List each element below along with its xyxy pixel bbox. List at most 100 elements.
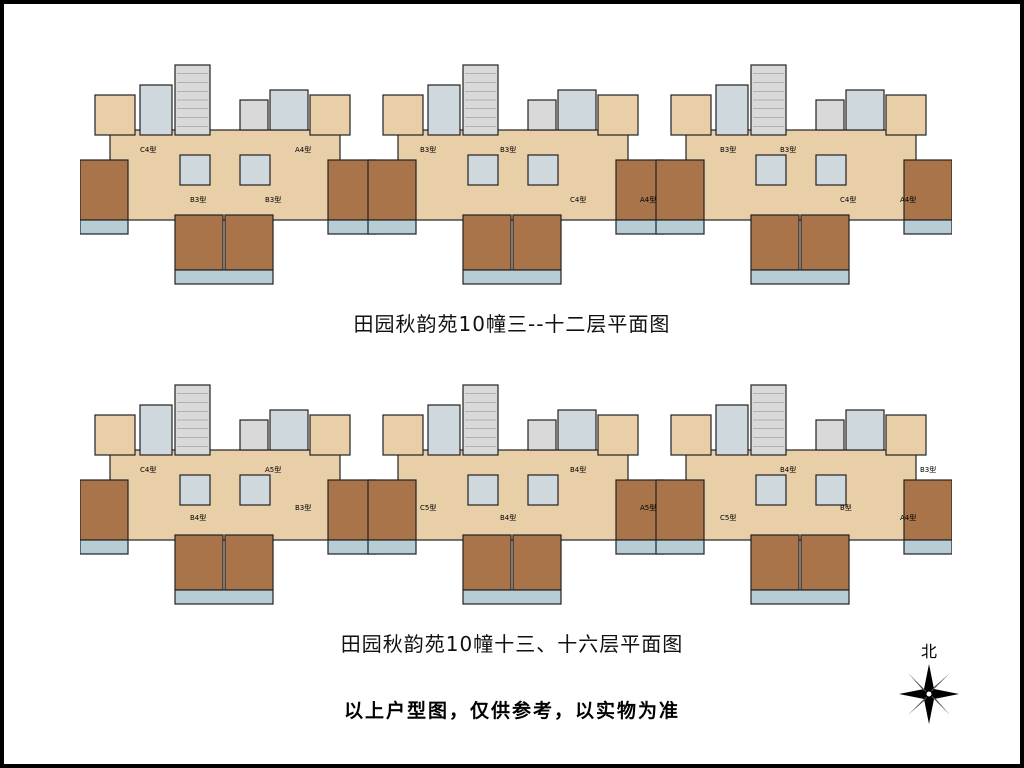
unit-type-label: A4型 bbox=[900, 513, 916, 522]
bedroom bbox=[800, 214, 850, 271]
living-core bbox=[685, 129, 917, 221]
unit-type-label: B4型 bbox=[190, 513, 206, 522]
north-room bbox=[382, 414, 424, 456]
unit-type-label: B3型 bbox=[265, 195, 281, 204]
balcony bbox=[174, 269, 274, 285]
north-room bbox=[597, 94, 639, 136]
compass-rose-icon bbox=[899, 664, 959, 724]
bedroom bbox=[80, 159, 129, 221]
bathroom bbox=[179, 154, 211, 186]
bathroom bbox=[527, 154, 559, 186]
north-room bbox=[309, 414, 351, 456]
bedroom bbox=[224, 214, 274, 271]
bathroom bbox=[557, 89, 597, 131]
bathroom bbox=[557, 409, 597, 451]
unit-type-label: B3型 bbox=[500, 145, 516, 154]
bathroom bbox=[239, 154, 271, 186]
unit-type-label: B3型 bbox=[420, 145, 436, 154]
unit-type-label: B3型 bbox=[295, 503, 311, 512]
north-room bbox=[885, 414, 927, 456]
bathroom bbox=[239, 474, 271, 506]
bathroom bbox=[715, 404, 749, 456]
bedroom bbox=[367, 159, 417, 221]
balcony bbox=[903, 219, 952, 235]
unit-type-label: A4型 bbox=[640, 195, 656, 204]
balcony bbox=[80, 539, 129, 555]
elevator-shaft bbox=[239, 419, 269, 451]
bedroom bbox=[750, 534, 800, 591]
bathroom bbox=[755, 154, 787, 186]
bathroom bbox=[139, 404, 173, 456]
bathroom bbox=[269, 89, 309, 131]
unit-type-label: B4型 bbox=[780, 465, 796, 474]
north-room bbox=[94, 94, 136, 136]
floor-plan-13-16-caption: 田园秋韵苑10幢十三、十六层平面图 bbox=[340, 632, 684, 656]
unit-type-label: B3型 bbox=[920, 465, 936, 474]
living-core bbox=[397, 129, 629, 221]
living-core bbox=[109, 129, 341, 221]
balcony bbox=[655, 539, 705, 555]
bathroom bbox=[427, 404, 461, 456]
balcony bbox=[80, 219, 129, 235]
bathroom bbox=[715, 84, 749, 136]
bedroom bbox=[462, 534, 512, 591]
balcony bbox=[367, 539, 417, 555]
unit-type-label: B4型 bbox=[570, 465, 586, 474]
bedroom bbox=[224, 534, 274, 591]
floor-plan-3-12-caption: 田园秋韵苑10幢三--十二层平面图 bbox=[353, 312, 671, 336]
bathroom bbox=[527, 474, 559, 506]
elevator-shaft bbox=[815, 419, 845, 451]
bedroom bbox=[512, 214, 562, 271]
bathroom bbox=[139, 84, 173, 136]
compass-north-label: 北 bbox=[920, 642, 937, 661]
bedroom bbox=[655, 159, 705, 221]
bedroom bbox=[655, 479, 705, 541]
bedroom bbox=[800, 534, 850, 591]
bathroom bbox=[467, 154, 499, 186]
unit-type-label: C4型 bbox=[570, 195, 586, 204]
bedroom bbox=[367, 479, 417, 541]
unit-type-label: B3型 bbox=[720, 145, 736, 154]
unit-type-label: A4型 bbox=[900, 195, 916, 204]
unit-type-label: A5型 bbox=[265, 465, 281, 474]
living-core bbox=[109, 449, 341, 541]
elevator-shaft bbox=[527, 99, 557, 131]
living-core bbox=[685, 449, 917, 541]
unit-type-label: B型 bbox=[840, 503, 852, 512]
unit-type-label: B3型 bbox=[190, 195, 206, 204]
balcony bbox=[750, 589, 850, 605]
unit-type-label: C5型 bbox=[720, 513, 736, 522]
unit-type-label: C4型 bbox=[140, 145, 156, 154]
balcony bbox=[750, 269, 850, 285]
bedroom bbox=[462, 214, 512, 271]
north-room bbox=[94, 414, 136, 456]
living-core bbox=[397, 449, 629, 541]
north-room bbox=[382, 94, 424, 136]
bathroom bbox=[269, 409, 309, 451]
bathroom bbox=[467, 474, 499, 506]
north-room bbox=[670, 414, 712, 456]
bathroom bbox=[845, 409, 885, 451]
bathroom bbox=[427, 84, 461, 136]
bedroom bbox=[512, 534, 562, 591]
disclaimer-text: 以上户型图，仅供参考，以实物为准 bbox=[343, 700, 680, 722]
bathroom bbox=[755, 474, 787, 506]
north-room bbox=[597, 414, 639, 456]
north-room bbox=[309, 94, 351, 136]
bedroom bbox=[80, 479, 129, 541]
unit-type-label: B4型 bbox=[500, 513, 516, 522]
unit-type-label: C4型 bbox=[140, 465, 156, 474]
unit-type-label: A4型 bbox=[295, 145, 311, 154]
unit-type-label: B3型 bbox=[780, 145, 796, 154]
elevator-shaft bbox=[815, 99, 845, 131]
bathroom bbox=[815, 474, 847, 506]
elevator-shaft bbox=[527, 419, 557, 451]
bathroom bbox=[179, 474, 211, 506]
north-room bbox=[670, 94, 712, 136]
north-room bbox=[885, 94, 927, 136]
